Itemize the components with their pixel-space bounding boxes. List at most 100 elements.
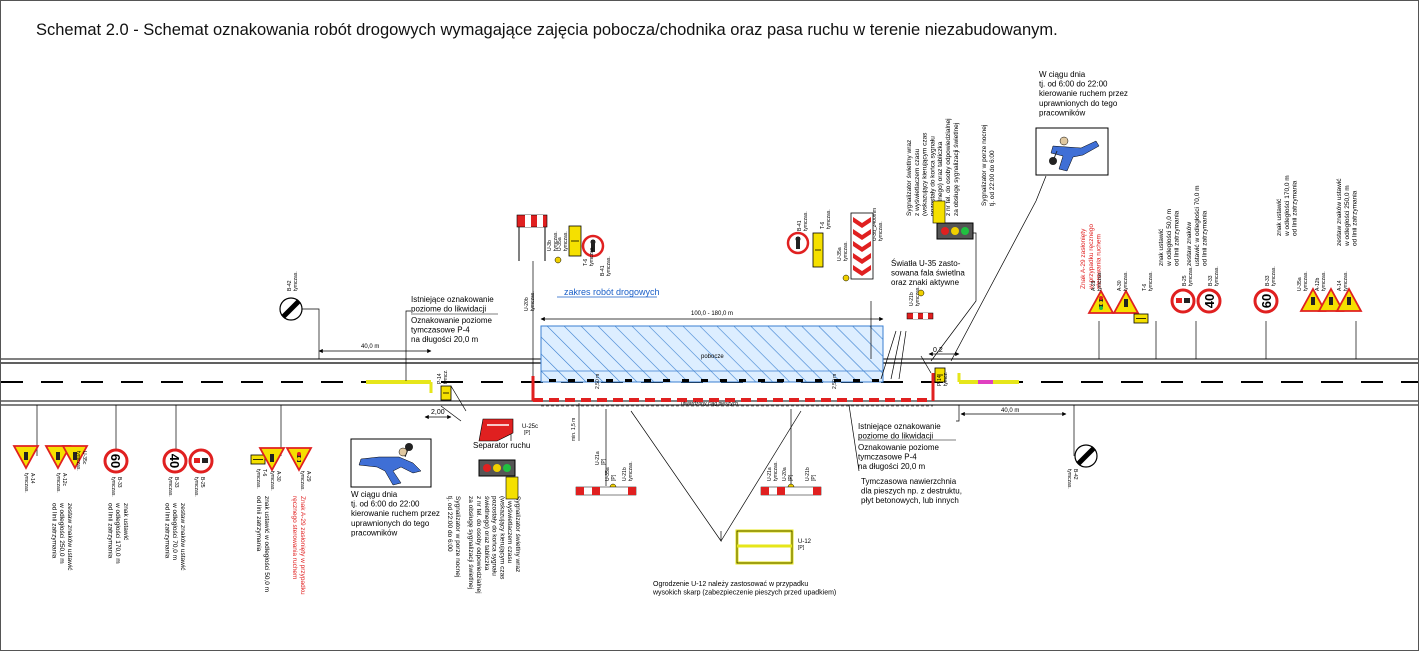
svg-text:T-6tymczas.: T-6tymczas.	[1142, 271, 1154, 291]
svg-text:U-21atymczas.: U-21atymczas.	[767, 461, 779, 481]
svg-text:P-14tymcz.: P-14tymcz.	[937, 372, 949, 386]
svg-text:U-21btymczas.: U-21btymczas.	[622, 461, 634, 481]
svg-text:2,00: 2,00	[431, 409, 445, 416]
note-set-1700-bottom: znak ustawićw odległości 170,0 mod linii…	[106, 502, 129, 564]
svg-text:U-35atymczas.: U-35atymczas.	[557, 231, 569, 251]
svg-text:U-21b[P]: U-21b[P]	[805, 467, 817, 481]
a14-top-sign	[1335, 287, 1363, 312]
worker-top	[1035, 127, 1109, 176]
t6-top-plate	[1133, 313, 1149, 324]
a30-bottom-sign	[258, 447, 286, 472]
u12-fence: U-12 [P]	[735, 529, 812, 565]
svg-text:[P]: [P]	[798, 545, 805, 551]
svg-text:T-6tymczas.: T-6tymczas.	[583, 246, 595, 266]
b25-top-sign	[1170, 288, 1196, 314]
b25-bottom-sign	[188, 448, 214, 474]
svg-text:B-33tymczas.: B-33tymczas.	[1265, 266, 1277, 286]
note-set-500-top: znak ustawićw odległości 50,0 mod linii …	[1158, 209, 1181, 267]
note-signal-bottom: Sygnalizator świetlny wrazz wyświetlacze…	[467, 496, 521, 594]
svg-text:B-25tymczas.: B-25tymczas.	[193, 477, 205, 497]
t6-bottom-plate	[250, 454, 266, 465]
note-set-500-bottom: znak ustawić w odległości 50,0 mod linii…	[255, 496, 270, 592]
svg-text:U-35a[P]: U-35a[P]	[605, 467, 617, 481]
note-signal-night-top: Sygnalizator w porze nocnejtj. od 22:00 …	[981, 125, 996, 206]
a12b-top-sign	[1317, 287, 1345, 312]
svg-text:A-12ctymczas.: A-12ctymczas.	[55, 473, 67, 493]
traffic-light-top	[932, 200, 974, 240]
svg-text:U-35ctymczas.: U-35ctymczas.	[75, 451, 87, 471]
board-lower-2	[760, 486, 822, 496]
b33-40-top-sign: 40	[1196, 288, 1222, 314]
svg-text:T-6tymczas.: T-6tymczas.	[255, 469, 267, 489]
traffic-separator: Separator ruchu U-25c [P]	[473, 418, 538, 450]
svg-text:U-12: U-12	[798, 539, 812, 545]
svg-text:A-12btymczas.: A-12btymczas.	[1315, 271, 1327, 291]
diagram-title: Schemat 2.0 - Schemat oznakowania robót …	[36, 21, 1058, 39]
a30-top-sign	[1112, 289, 1140, 314]
traffic-light-bottom	[478, 459, 519, 500]
b41-r-sign	[786, 231, 810, 255]
note-set-700-bottom: zestaw znaków ustawićw odległości 70,0 m…	[163, 502, 186, 571]
svg-text:0,2: 0,2	[933, 347, 943, 354]
t6-r-plate	[812, 232, 824, 268]
pobocze-label: pobocze	[701, 354, 724, 360]
chevron-board	[850, 212, 874, 280]
svg-text:min. 1,5 m: min. 1,5 m	[571, 418, 577, 441]
worker-top-head	[1059, 136, 1069, 146]
svg-text:B-33tymczas.: B-33tymczas.	[1208, 266, 1220, 286]
svg-text:B-41tymczas.: B-41tymczas.	[797, 211, 809, 231]
u35a-top-sign	[1299, 287, 1327, 312]
svg-text:[P]: [P]	[524, 430, 531, 436]
note-a29-top: Znak A-29 zasłoniętyw przypadku ręcznego…	[1080, 224, 1103, 290]
a12c-bottom-sign	[44, 445, 72, 470]
note-signal-night-bottom: Sygnalizator w porze nocnejtj. od 22:00 …	[446, 496, 461, 577]
svg-text:U-3btymczas.: U-3btymczas.	[547, 231, 559, 251]
svg-text:A-30tymczas.: A-30tymczas.	[1117, 271, 1129, 291]
note-set-2500-bottom: zestaw znaków ustawićw odległości 250,0 …	[50, 502, 73, 571]
svg-text:U-3d_2400mmtymczas.: U-3d_2400mmtymczas.	[872, 208, 884, 241]
svg-text:60: 60	[108, 454, 123, 468]
cone-row	[549, 379, 879, 382]
svg-text:2,50 m: 2,50 m	[832, 374, 838, 389]
svg-text:A-14tymczas.: A-14tymczas.	[23, 473, 35, 493]
work-zone: zakres robót drogowych 100,0 - 180,0 m p…	[540, 287, 884, 383]
svg-text:40,0 m: 40,0 m	[1001, 408, 1019, 414]
svg-text:B-33tymczas.: B-33tymczas.	[167, 477, 179, 497]
svg-text:U-35atymczas.: U-35atymczas.	[1297, 271, 1309, 291]
b33-40-bottom-sign: 40	[162, 448, 188, 474]
svg-text:60: 60	[1259, 294, 1274, 308]
note-u12-fence: Ogrodzenie U-12 należy zastosować w przy…	[652, 581, 836, 596]
svg-text:U-20a[P]: U-20a[P]	[782, 467, 794, 481]
svg-text:A-29tymczas.: A-29tymczas.	[1091, 271, 1103, 291]
svg-text:A-29tymczas.: A-29tymczas.	[299, 471, 311, 491]
note-set-700-top: zestaw znakówustawić w odległości 70,0 m…	[1186, 185, 1209, 266]
separator-label: Separator ruchu	[473, 441, 530, 450]
work-zone-label: zakres robót drogowych	[564, 287, 660, 297]
b33-60-top-sign: 60	[1253, 288, 1279, 314]
note-signal-top: Sygnalizator świetlny wrazz wyświetlacze…	[906, 118, 960, 216]
b41-mid-sign	[581, 234, 605, 258]
work-zone-hatch	[541, 326, 883, 382]
svg-text:B-41tymczas.: B-41tymczas.	[600, 256, 612, 276]
signs: B-42tymczas.B-42tymczas.60B-33tymczas.B-…	[12, 208, 1363, 497]
svg-text:B-33tymczas.: B-33tymczas.	[110, 477, 122, 497]
t6-mid-plate	[568, 225, 582, 257]
pedestrian-path-label: utwardzony ciąg pieszych	[681, 401, 738, 407]
svg-text:40: 40	[167, 454, 182, 468]
dimensions: 40,0 m 40,0 m 2,00 0,2	[318, 344, 1067, 420]
board-lower-1	[575, 486, 637, 496]
b42-bottom-sign	[1074, 444, 1098, 468]
svg-text:B-25tymczas.: B-25tymczas.	[1182, 266, 1194, 286]
svg-text:B-42tymczas.: B-42tymczas.	[1066, 469, 1078, 489]
svg-text:40: 40	[1202, 294, 1217, 308]
note-set-2500-top: zestaw znaków ustawićw odległości 250,0 …	[1336, 178, 1359, 247]
